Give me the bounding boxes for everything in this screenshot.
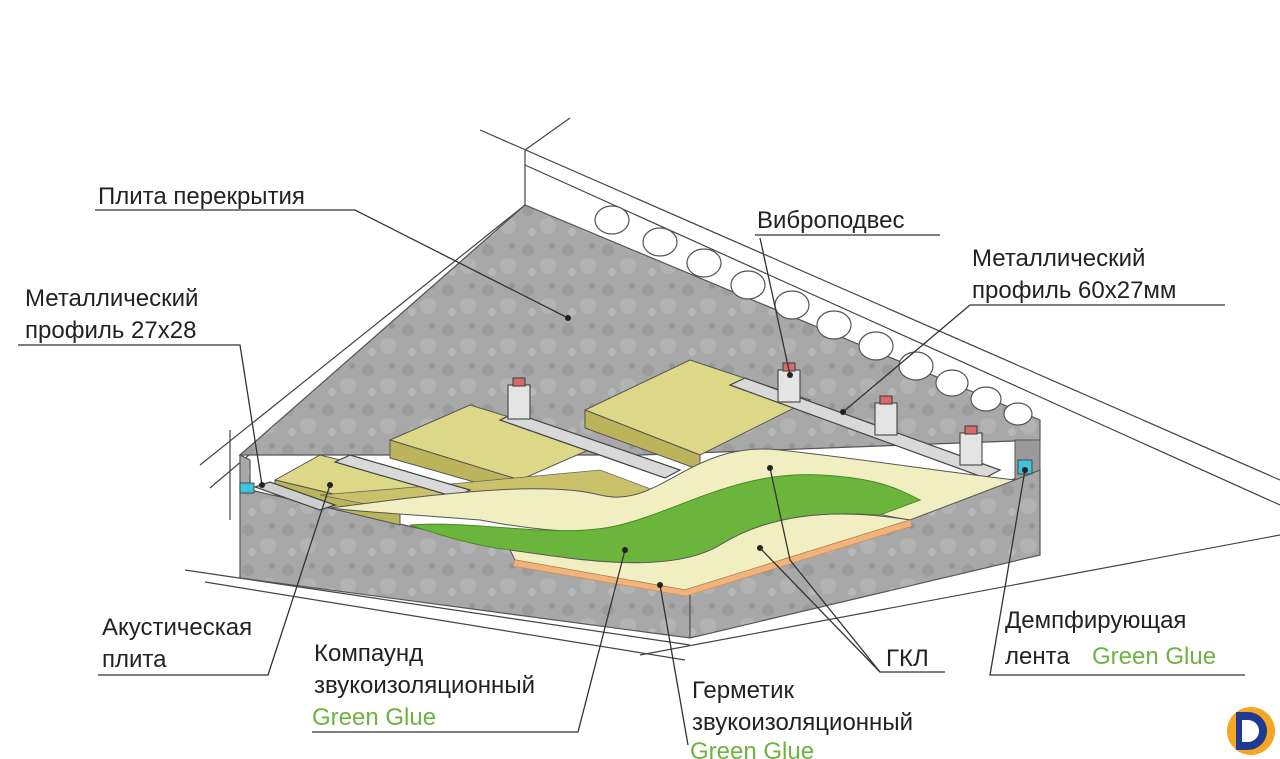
label-vibro-hanger: Виброподвес	[757, 207, 905, 234]
damping-tape-left	[239, 482, 255, 494]
slab-hollow-cores	[594, 205, 1033, 426]
green-glue-sealant	[512, 519, 913, 597]
label-compound-brand: Green Glue	[312, 704, 436, 731]
label-compound-line2: звукоизоляционный	[314, 672, 535, 699]
label-tape-brand: Green Glue	[1092, 643, 1216, 670]
leader-lines	[18, 209, 1245, 746]
label-gkl: ГКЛ	[886, 645, 929, 672]
label-profile60-line1: Металлический	[972, 245, 1145, 272]
label-acoustic-line2: плита	[102, 646, 167, 673]
label-profile60-line2: профиль 60х27мм	[972, 277, 1176, 304]
gkl-lower-layer	[509, 513, 911, 591]
label-tape-line2: лента	[1005, 643, 1070, 670]
gkl-upper-layer	[329, 448, 1016, 533]
label-slab: Плита перекрытия	[98, 183, 305, 210]
label-acoustic-line1: Акустическая	[102, 614, 252, 641]
corner-logo-icon	[1227, 707, 1275, 755]
label-compound-line1: Компаунд	[314, 640, 423, 667]
label-sealant-brand: Green Glue	[690, 738, 814, 759]
label-profile27-line2: профиль 27х28	[25, 317, 196, 344]
label-sealant-line1: Герметик	[692, 677, 795, 704]
label-sealant-line2: звукоизоляционный	[692, 709, 913, 736]
label-profile27-line1: Металлический	[25, 285, 198, 312]
metal-profiles	[253, 377, 1002, 511]
label-tape-line1: Демпфирующая	[1005, 607, 1186, 634]
